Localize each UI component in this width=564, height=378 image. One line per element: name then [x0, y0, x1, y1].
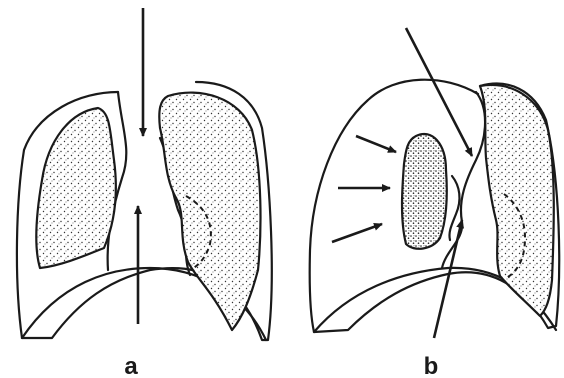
- lung-right-b: [480, 85, 554, 316]
- panel-b: [310, 28, 560, 338]
- pleural-line-b: [449, 176, 459, 240]
- lung-right-a: [159, 93, 260, 330]
- lung-left-a: [36, 108, 115, 268]
- panel-label-a: a: [124, 353, 138, 378]
- panel-label-b: b: [424, 353, 439, 378]
- panel-a: [17, 8, 272, 340]
- arrow-pressure-1-b: [356, 136, 396, 152]
- arrow-pressure-3-b: [332, 224, 382, 242]
- lung-collapsed-b: [402, 134, 447, 249]
- mediastinum-b: [442, 92, 485, 268]
